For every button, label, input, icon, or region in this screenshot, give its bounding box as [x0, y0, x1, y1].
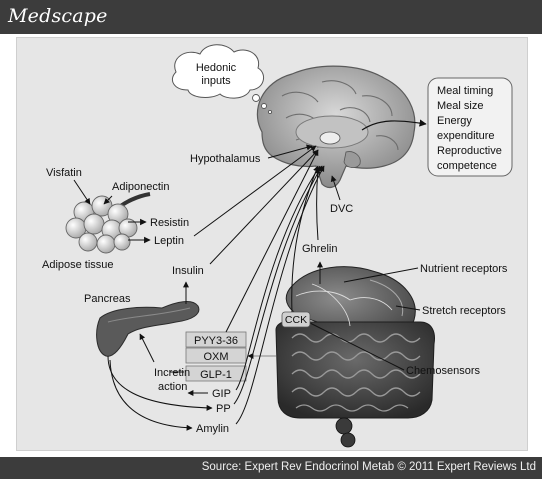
- hypothalamus-label: Hypothalamus: [190, 153, 261, 165]
- incretin-to-pancreas-arrow: [140, 334, 154, 362]
- hedonic-inputs-cloud: Hedonic inputs: [172, 45, 271, 114]
- output-competence: competence: [437, 160, 497, 172]
- output-energy: Energy: [437, 115, 472, 127]
- chemosensors-label: Chemosensors: [406, 365, 480, 377]
- incretin-label-line1: Incretin: [154, 367, 190, 379]
- adipose-tissue-illustration: [66, 194, 150, 253]
- cck-label: CCK: [285, 314, 307, 326]
- insulin-label: Insulin: [172, 265, 204, 277]
- pancreas-illustration: [97, 302, 199, 357]
- output-meal-size: Meal size: [437, 100, 483, 112]
- pyy-label: PYY3-36: [194, 335, 238, 347]
- pp-label: PP: [216, 403, 231, 415]
- footer-bar: Source: Expert Rev Endocrinol Metab © 20…: [0, 457, 542, 479]
- hedonic-label-line2: inputs: [201, 75, 231, 87]
- output-expenditure: expenditure: [437, 130, 495, 142]
- source-credit: Source: Expert Rev Endocrinol Metab © 20…: [202, 461, 536, 473]
- gip-label: GIP: [212, 388, 231, 400]
- incretin-label-line2: action: [158, 381, 187, 393]
- nutrient-receptors-label: Nutrient receptors: [420, 263, 508, 275]
- ghrelin-label: Ghrelin: [302, 243, 337, 255]
- glp1-label: GLP-1: [200, 369, 232, 381]
- visfatin-arrow: [74, 180, 90, 204]
- amylin-label: Amylin: [196, 423, 229, 435]
- pancreas-label: Pancreas: [84, 293, 131, 305]
- dvc-label: DVC: [330, 203, 353, 215]
- stretch-receptors-label: Stretch receptors: [422, 305, 506, 317]
- gut-illustration: [276, 267, 434, 447]
- leptin-label: Leptin: [154, 235, 184, 247]
- adipose-tissue-label: Adipose tissue: [42, 259, 114, 271]
- output-meal-timing: Meal timing: [437, 85, 493, 97]
- resistin-label: Resistin: [150, 217, 189, 229]
- visfatin-label: Visfatin: [46, 167, 82, 179]
- hedonic-label-line1: Hedonic: [196, 62, 237, 74]
- adiponectin-label: Adiponectin: [112, 181, 170, 193]
- oxm-label: OXM: [203, 351, 228, 363]
- output-reproductive: Reproductive: [437, 145, 502, 157]
- outputs-box: Meal timing Meal size Energy expenditure…: [428, 78, 512, 176]
- brain-illustration: [257, 66, 414, 187]
